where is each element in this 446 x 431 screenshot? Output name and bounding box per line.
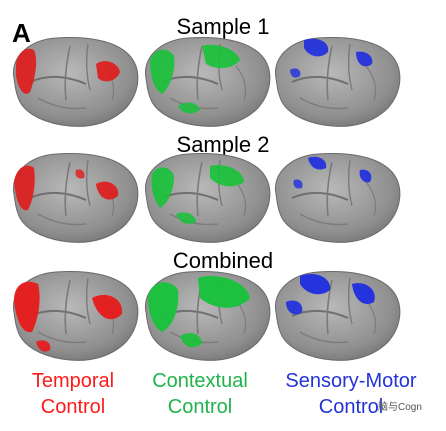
brain-sensory-motor-sample-1: [274, 36, 401, 128]
brain-sensory-motor-sample-2: [274, 152, 401, 244]
row-title-combined: Combined: [172, 248, 274, 273]
label-temporal-control: Temporal Control: [8, 368, 138, 420]
row-title-sample-1: Sample 1: [176, 14, 270, 39]
label-sensory-motor-line1: Sensory-Motor: [285, 370, 417, 392]
label-temporal-line2: Control: [40, 396, 106, 418]
brain-contextual-sample-2: [144, 152, 271, 244]
brain-sensory-motor-combined: [274, 270, 401, 362]
brain-contextual-combined: [144, 270, 271, 362]
panel-letter: A: [12, 18, 31, 48]
label-temporal-line1: Temporal: [31, 370, 115, 392]
label-contextual-control: Contextual Control: [140, 368, 260, 420]
row-title-sample-2: Sample 2: [176, 132, 270, 157]
brain-temporal-sample-1: [12, 36, 139, 128]
label-contextual-line1: Contextual: [152, 370, 248, 392]
label-sensory-motor-control: Sensory-Motor Control: [266, 368, 436, 420]
label-sensory-motor-line2: Control: [318, 396, 384, 418]
brain-temporal-sample-2: [12, 152, 139, 244]
brain-temporal-combined: [12, 270, 139, 362]
label-contextual-line2: Control: [167, 396, 233, 418]
watermark: 脑与Cogn: [378, 402, 422, 413]
brain-contextual-sample-1: [144, 36, 271, 128]
